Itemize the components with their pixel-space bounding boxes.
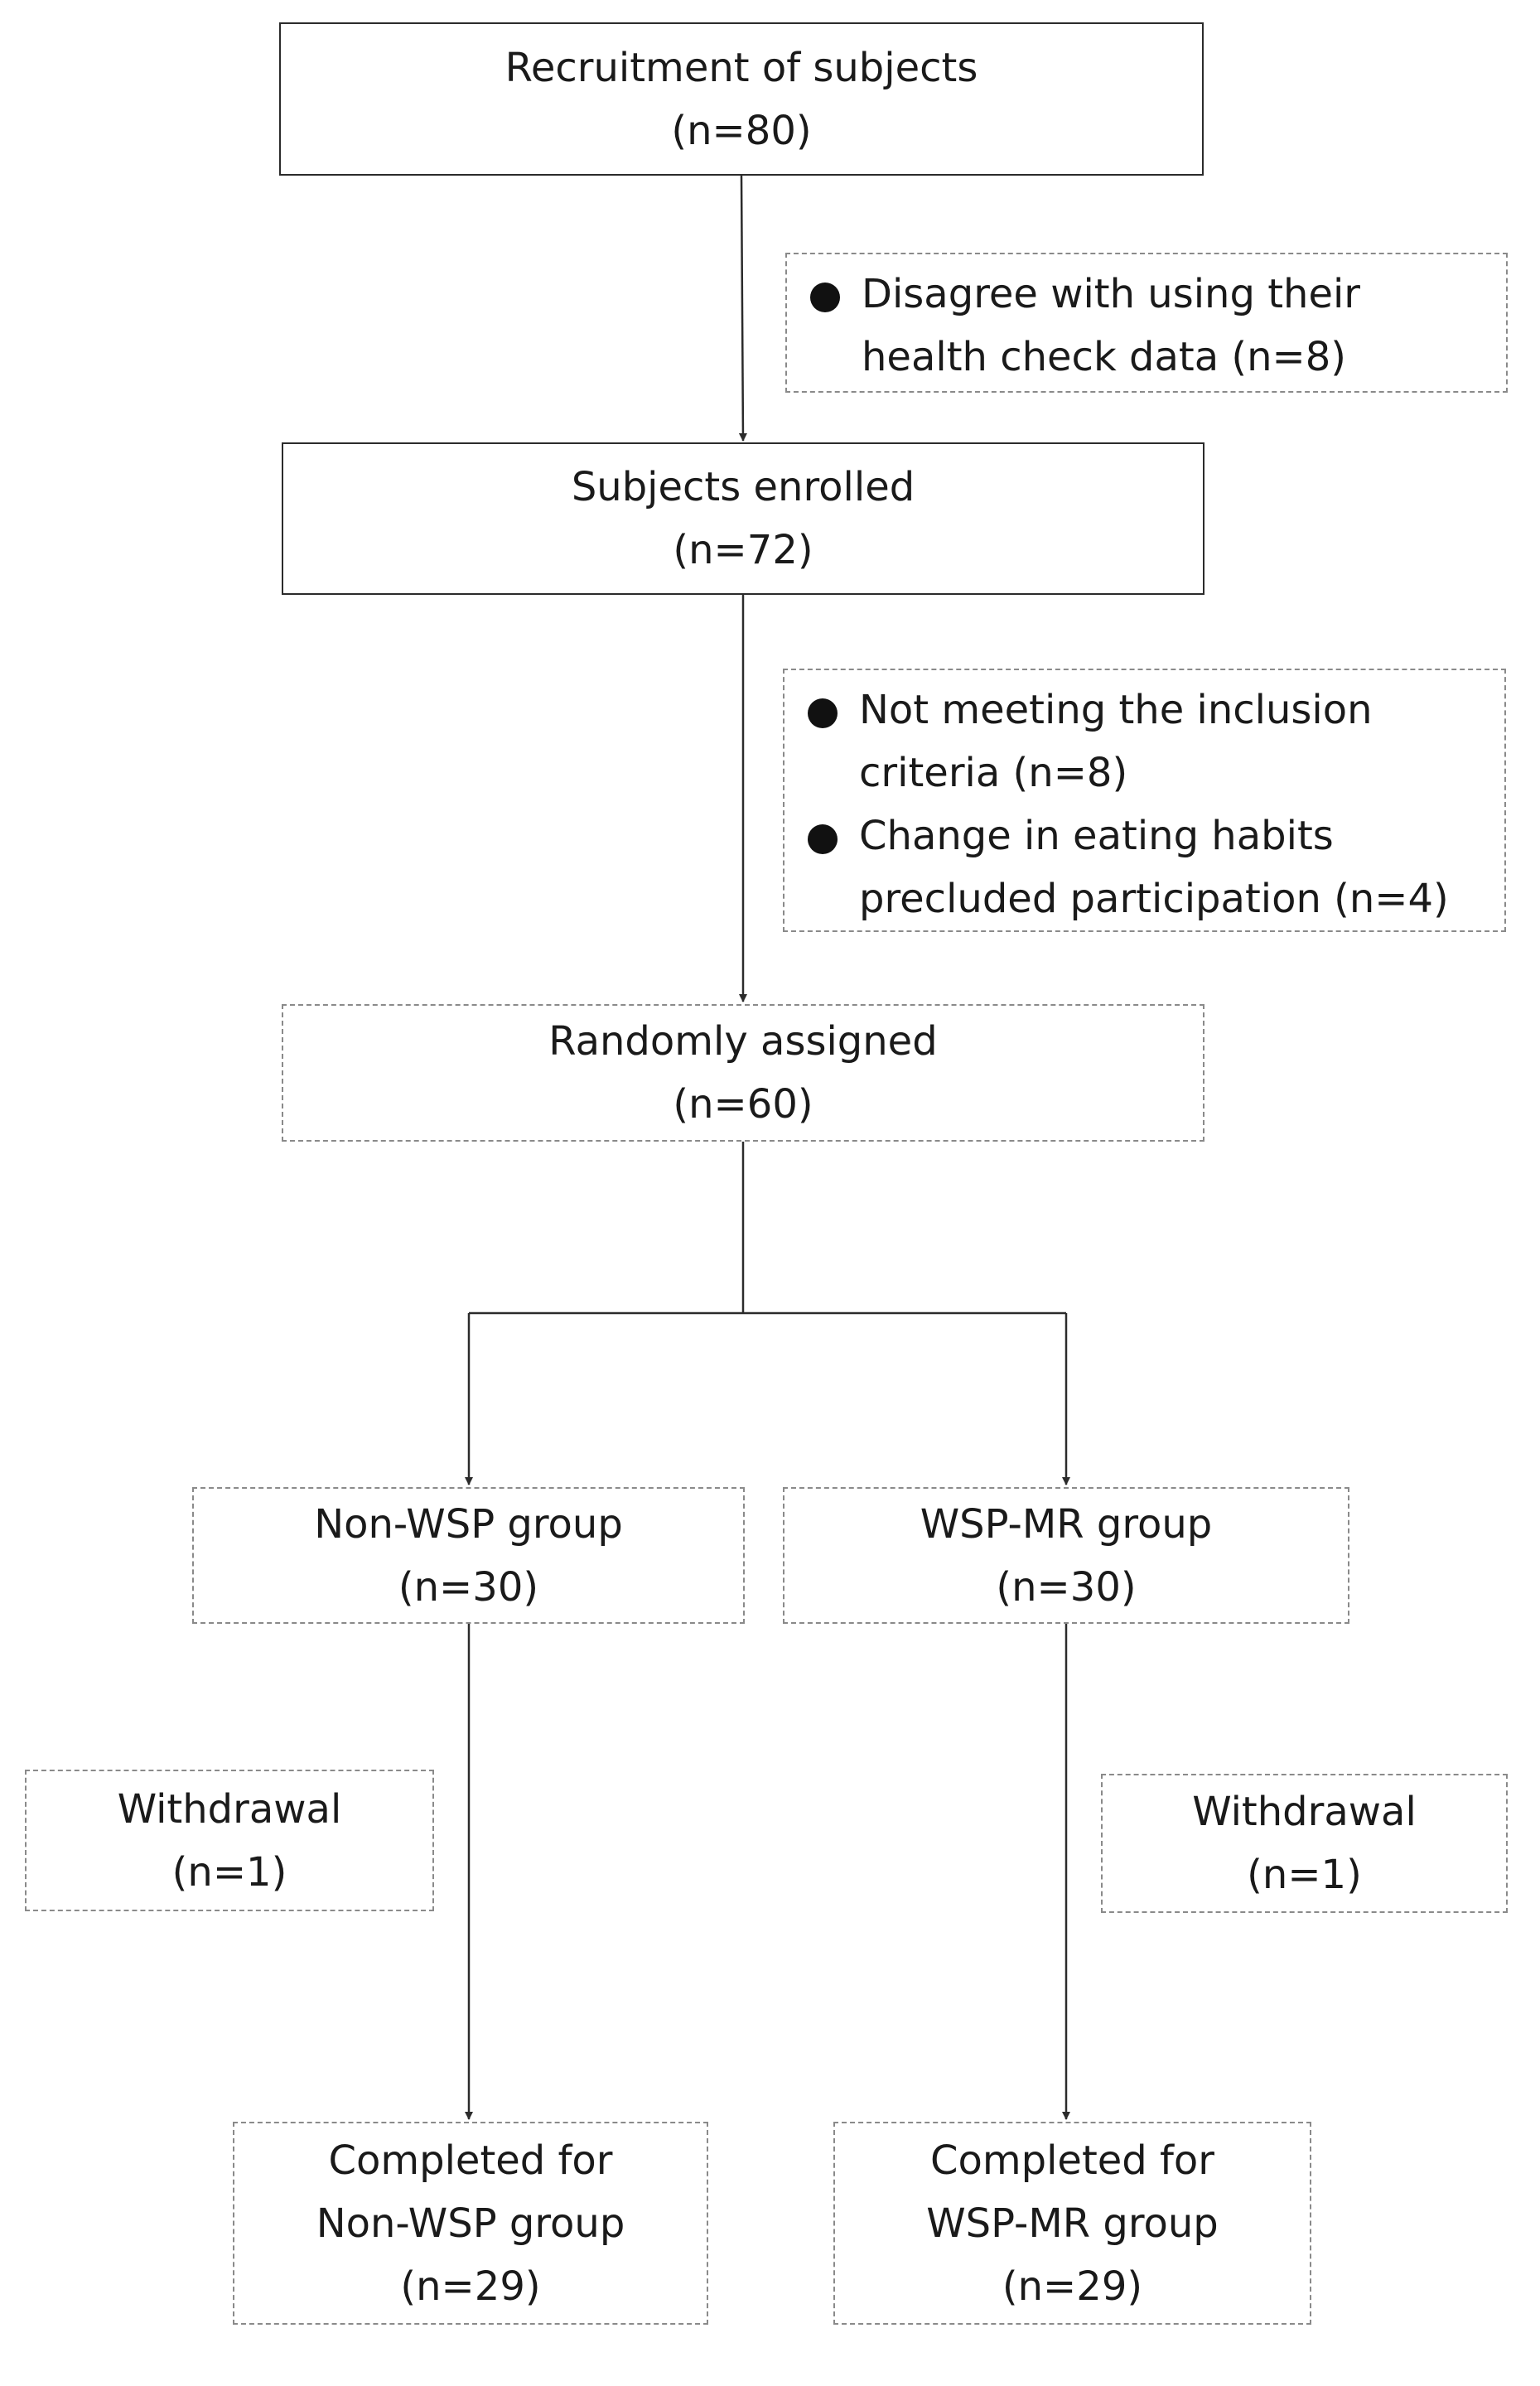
completed-right-box: Completed for WSP-MR group (n=29) <box>833 2122 1311 2325</box>
randomized-count: (n=60) <box>673 1081 813 1128</box>
bullet-icon <box>784 679 859 741</box>
completed-right-line1: Completed for <box>929 2137 1215 2184</box>
exclusion-item-line: Change in eating habits <box>859 813 1334 859</box>
exclusion-item-1: Not meeting the inclusion criteria (n=8) <box>784 679 1504 804</box>
enrolled-box: Subjects enrolled (n=72) <box>282 442 1204 595</box>
completed-left-line2: Non-WSP group <box>316 2200 625 2247</box>
exclusion-item-line: health check data (n=8) <box>862 334 1346 380</box>
bullet-icon <box>787 263 862 326</box>
exclusion-item-line: precluded participation (n=4) <box>859 876 1449 922</box>
enrolled-count: (n=72) <box>673 527 813 573</box>
completed-right-count: (n=29) <box>1002 2263 1143 2310</box>
withdrawal-right-box: Withdrawal (n=1) <box>1101 1774 1508 1913</box>
withdrawal-left-count: (n=1) <box>171 1848 287 1896</box>
enrolled-title: Subjects enrolled <box>571 464 915 510</box>
exclusion-item-line: criteria (n=8) <box>859 750 1128 796</box>
completed-left-line1: Completed for <box>328 2137 613 2184</box>
wsp-mr-group-count: (n=30) <box>996 1563 1137 1611</box>
recruitment-box: Recruitment of subjects (n=80) <box>279 22 1204 176</box>
arrow-recruitment-to-enrolled <box>738 175 747 442</box>
withdrawal-left-title: Withdrawal <box>117 1785 342 1833</box>
exclusion-item-2: Change in eating habits precluded partic… <box>784 804 1504 930</box>
completed-left-box: Completed for Non-WSP group (n=29) <box>233 2122 708 2325</box>
exclusion-box-1: Disagree with using their health check d… <box>785 253 1508 393</box>
wsp-mr-group-box: WSP-MR group (n=30) <box>783 1487 1349 1624</box>
withdrawal-left-box: Withdrawal (n=1) <box>25 1770 434 1911</box>
wsp-mr-group-title: WSP-MR group <box>920 1500 1213 1548</box>
non-wsp-group-box: Non-WSP group (n=30) <box>192 1487 745 1624</box>
exclusion-item-1: Disagree with using their health check d… <box>787 263 1506 389</box>
randomized-title: Randomly assigned <box>548 1018 938 1065</box>
withdrawal-right-title: Withdrawal <box>1192 1789 1417 1835</box>
randomized-box: Randomly assigned (n=60) <box>282 1004 1204 1142</box>
non-wsp-group-title: Non-WSP group <box>314 1500 623 1548</box>
recruitment-title: Recruitment of subjects <box>504 44 978 91</box>
completed-right-line2: WSP-MR group <box>926 2200 1219 2247</box>
bullet-icon <box>784 804 859 867</box>
exclusion-item-line: Disagree with using their <box>862 271 1361 317</box>
recruitment-count: (n=80) <box>671 107 812 154</box>
completed-left-count: (n=29) <box>400 2263 541 2310</box>
exclusion-item-line: Not meeting the inclusion <box>859 687 1373 733</box>
non-wsp-group-count: (n=30) <box>398 1563 539 1611</box>
withdrawal-right-count: (n=1) <box>1247 1852 1362 1898</box>
exclusion-box-2: Not meeting the inclusion criteria (n=8)… <box>783 669 1506 932</box>
